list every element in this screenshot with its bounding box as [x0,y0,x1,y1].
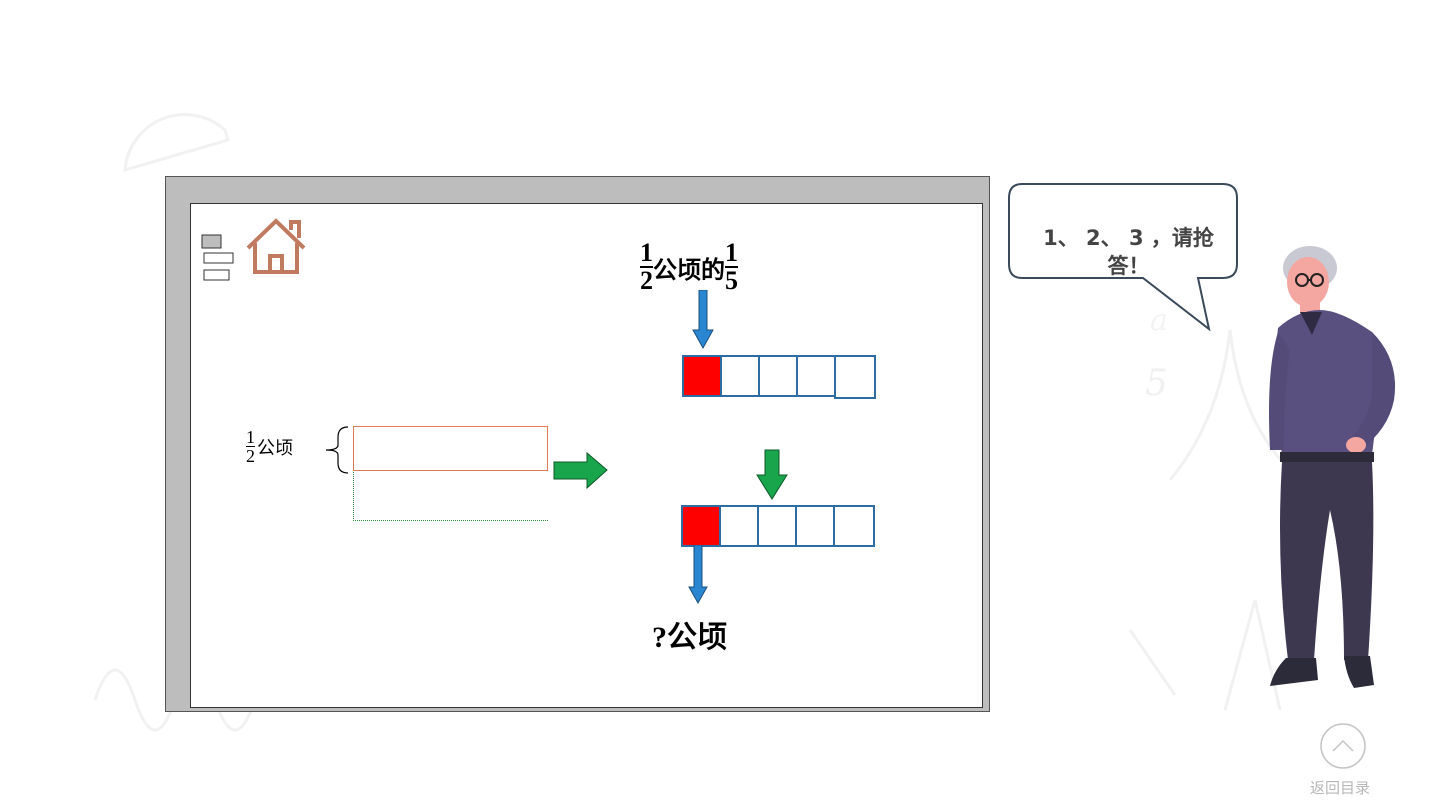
fraction-bar-top [682,355,876,399]
top-expression: 1 2 公顷的 1 5 [640,240,738,294]
speech-bubble-text: 1、 2、 3 ，请抢答！ [1043,226,1214,278]
left-label: 1 2 公顷 [246,427,293,466]
down-arrow-icon [756,449,788,500]
bar-cell [834,355,876,399]
brace [325,426,349,474]
of-hectare-text: 公顷的 [653,254,725,284]
return-to-contents-link[interactable]: 返回目录 [1310,779,1371,797]
svg-text:5: 5 [1145,363,1168,404]
fraction-half: 1 2 [640,238,653,295]
dotted-outline [353,472,548,521]
bar-cell-shaded [681,505,721,547]
land-rectangle [353,426,548,471]
fraction-bar-bottom [681,505,875,547]
bar-cell [758,355,798,397]
question-text: ?公顷 [652,621,727,654]
bar-cell [795,505,835,547]
down-arrow-icon [688,545,708,605]
bar-cell [833,505,875,547]
menu-icon[interactable] [201,234,237,284]
fraction-fifth: 1 5 [725,238,738,295]
right-arrow-icon [553,451,608,490]
teacher-illustration [1269,246,1396,688]
down-arrow-icon [692,290,714,350]
bar-cell [719,505,759,547]
bar-cell [720,355,760,397]
bar-cell [757,505,797,547]
bar-cell [796,355,836,397]
bar-cell-shaded [682,355,722,397]
speech-bubble [1008,183,1238,332]
home-icon[interactable] [244,216,308,276]
svg-text:a: a [1150,303,1168,338]
chevron-up-icon[interactable] [1319,722,1367,770]
